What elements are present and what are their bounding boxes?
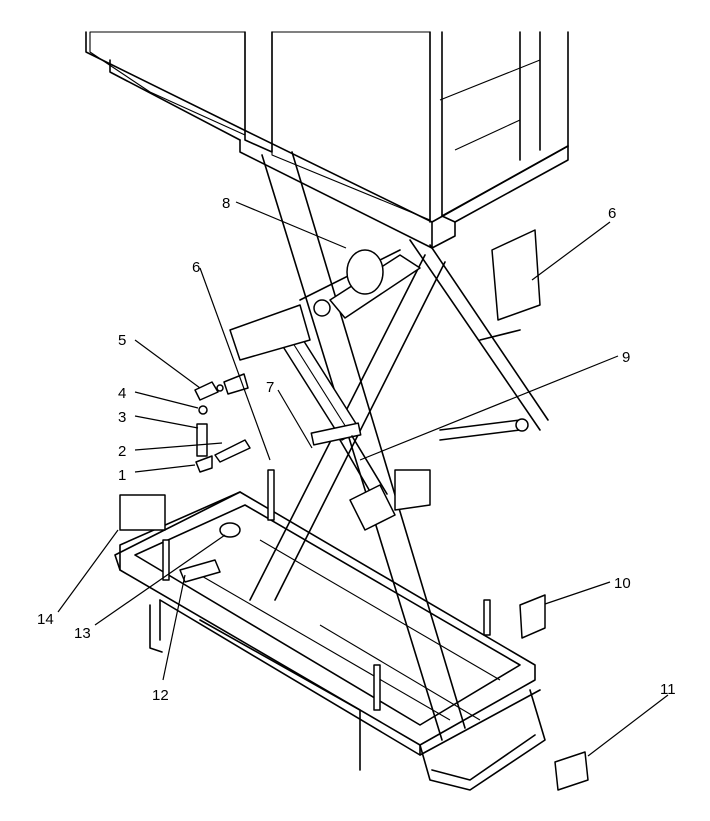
callout-4: 4 xyxy=(118,385,126,402)
decal-11 xyxy=(554,751,589,791)
callout-10: 10 xyxy=(614,575,631,592)
tray-12 xyxy=(179,559,221,583)
leader-lines xyxy=(57,201,669,757)
callout-6-right: 6 xyxy=(608,205,616,222)
nipple-tube xyxy=(196,423,208,457)
bolt xyxy=(198,405,208,415)
callout-12: 12 xyxy=(152,687,169,704)
decals xyxy=(119,229,589,791)
swivel-fitting xyxy=(194,381,219,401)
hydraulic-cylinder xyxy=(281,334,431,531)
upper-pivot-tube xyxy=(229,249,421,361)
callout-11: 11 xyxy=(660,681,676,698)
callout-5: 5 xyxy=(118,332,126,349)
scissor-arms xyxy=(249,151,549,741)
callout-1: 1 xyxy=(118,467,126,484)
callout-3: 3 xyxy=(118,409,126,426)
tow-handle xyxy=(419,689,546,791)
base-frame xyxy=(114,469,541,771)
callouts: 1 2 3 4 5 6 6 7 8 9 10 11 12 13 14 xyxy=(37,195,676,704)
callout-6-left: 6 xyxy=(192,259,200,276)
fittings-group xyxy=(194,373,251,473)
decal-6-upper xyxy=(491,229,541,321)
platform-cage xyxy=(85,31,569,249)
lower-cross-tube xyxy=(439,418,529,441)
callout-9: 9 xyxy=(622,349,630,366)
callout-2: 2 xyxy=(118,443,126,460)
callout-7: 7 xyxy=(266,379,274,396)
callout-8: 8 xyxy=(222,195,230,212)
callout-13: 13 xyxy=(74,625,91,642)
callout-14: 14 xyxy=(37,611,54,628)
elbow-fitting xyxy=(195,455,213,473)
hose-end xyxy=(214,439,251,463)
switch-box-10 xyxy=(519,594,546,639)
cap-13 xyxy=(219,522,241,538)
decal-14 xyxy=(119,494,166,531)
